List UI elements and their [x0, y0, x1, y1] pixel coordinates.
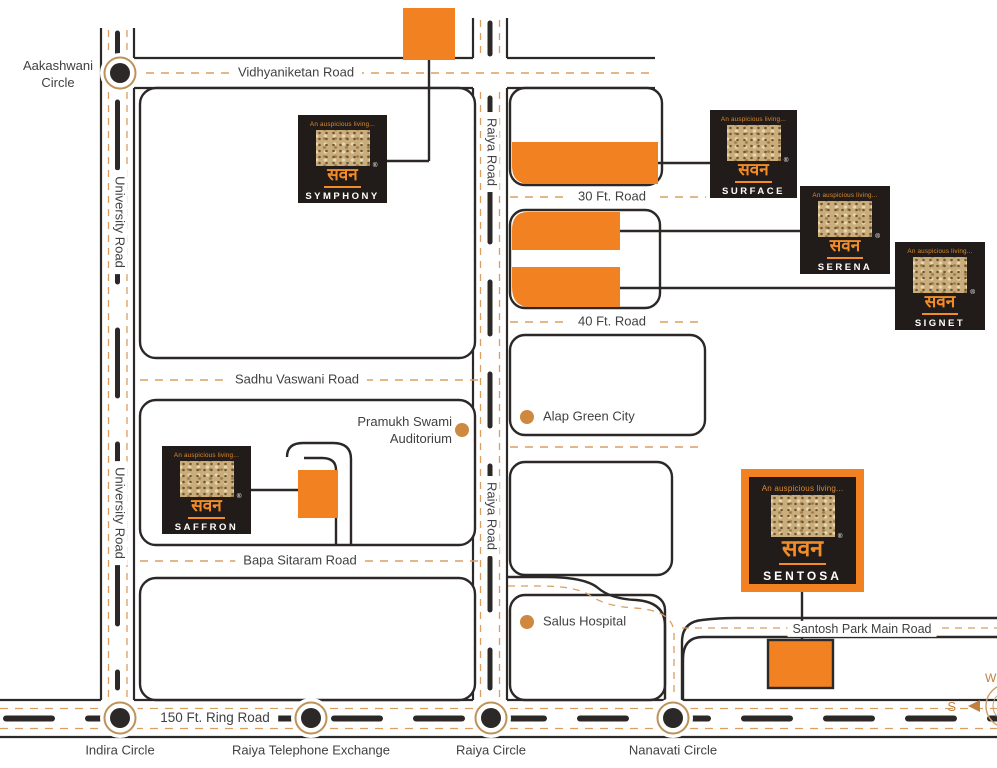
- signet-brand-devanagari: सवन: [921, 293, 959, 315]
- aakashwani-circle-label: Aakashwani Circle: [22, 58, 94, 90]
- signet-name: SIGNET: [914, 317, 966, 329]
- salus-dot: [520, 615, 534, 629]
- symphony-brand-devanagari: सवन: [324, 166, 361, 188]
- junction-circles: [100, 53, 693, 738]
- registered-mark: ®: [837, 533, 843, 540]
- nanavati-circle-label: Nanavati Circle: [628, 742, 718, 758]
- raiya-circle-label: Raiya Circle: [455, 742, 527, 758]
- symphony-tagline: An auspicious living...: [309, 121, 376, 128]
- registered-mark: ®: [875, 233, 880, 240]
- sadhu-vaswani-road-label: Sadhu Vaswani Road: [226, 371, 368, 389]
- sentosa-logo-inner: An auspicious living... ® सवन SENTOSA: [749, 477, 856, 584]
- saffron-name: SAFFRON: [174, 521, 239, 533]
- saffron-tagline: An auspicious living...: [173, 452, 240, 459]
- indira-circle-icon: [100, 698, 140, 738]
- registered-mark: ®: [236, 493, 242, 500]
- salus-hospital-label: Salus Hospital: [543, 613, 627, 629]
- serena-tagline: An auspicious living...: [812, 192, 878, 199]
- surface-logo: An auspicious living... ® सवन SURFACE: [710, 110, 797, 198]
- university-road: [99, 28, 136, 700]
- pramukh-dot: [455, 423, 469, 437]
- signet-tagline: An auspicious living...: [907, 248, 973, 255]
- raiya-road-label-upper: Raiya Road: [482, 112, 500, 192]
- road-30ft-label: 30 Ft. Road: [570, 188, 654, 206]
- santosh-park-road-label: Santosh Park Main Road: [787, 620, 937, 638]
- registered-mark: ®: [372, 162, 378, 169]
- alap-dot: [520, 410, 534, 424]
- raiya-telephone-label: Raiya Telephone Exchange: [231, 742, 391, 758]
- university-road-markings: [107, 30, 128, 698]
- pramukh-auditorium-label: Pramukh Swami Auditorium: [357, 414, 452, 446]
- project-plots: [298, 8, 835, 690]
- surface-plot: [512, 142, 658, 184]
- surface-brand-devanagari: सवन: [735, 161, 772, 183]
- ring-road-label: 150 Ft. Ring Road: [152, 709, 278, 727]
- bapa-sitaram-road-label: Bapa Sitaram Road: [235, 552, 365, 570]
- raiya-road-markings: [479, 20, 501, 698]
- serena-texture-image: ®: [818, 201, 880, 240]
- surface-texture-image: ®: [726, 125, 789, 164]
- vidhyaniketan-road-label: Vidhyaniketan Road: [229, 64, 363, 82]
- nanavati-circle-icon: [653, 698, 693, 738]
- raiya-road-label-lower: Raiya Road: [482, 476, 500, 556]
- sentosa-logo: An auspicious living... ® सवन SENTOSA: [741, 469, 864, 592]
- saffron-texture-image: ®: [179, 461, 242, 500]
- city-blocks: [138, 86, 997, 702]
- sentosa-name: SENTOSA: [763, 569, 842, 584]
- surface-tagline: An auspicious living...: [720, 116, 787, 123]
- symphony-plot: [403, 8, 455, 60]
- indira-circle-label: Indira Circle: [85, 742, 155, 758]
- compass-icon: S W: [947, 671, 997, 726]
- surface-name: SURFACE: [722, 185, 785, 197]
- serena-plot: [512, 212, 620, 250]
- signet-logo: An auspicious living... ® सवन SIGNET: [895, 242, 985, 330]
- raiya-telephone-circle-icon: [291, 698, 331, 738]
- saffron-brand-devanagari: सवन: [188, 497, 225, 519]
- saffron-logo: An auspicious living... ® सवन SAFFRON: [162, 446, 251, 534]
- sentosa-brand-devanagari: सवन: [778, 536, 827, 566]
- road-40ft-label: 40 Ft. Road: [570, 313, 654, 331]
- symphony-texture-image: ®: [315, 130, 378, 169]
- alap-green-city-label: Alap Green City: [543, 408, 635, 424]
- compass-south-label: S: [947, 699, 956, 714]
- serena-name: SERENA: [817, 261, 873, 273]
- university-road-label-upper: University Road: [110, 170, 128, 274]
- symphony-logo: An auspicious living... ® सवन SYMPHONY: [298, 115, 387, 203]
- registered-mark: ®: [783, 157, 789, 164]
- compass-west-label: W: [985, 671, 997, 685]
- serena-logo: An auspicious living... ® सवन SERENA: [800, 186, 890, 274]
- registered-mark: ®: [970, 289, 975, 296]
- symphony-name: SYMPHONY: [305, 190, 380, 202]
- saffron-plot: [298, 470, 338, 518]
- sentosa-texture-image: ®: [770, 495, 843, 540]
- sentosa-tagline: An auspicious living...: [761, 484, 844, 493]
- saffron-internal-road: [285, 441, 353, 545]
- plot-connectors: [251, 60, 895, 640]
- signet-texture-image: ®: [913, 257, 975, 296]
- serena-brand-devanagari: सवन: [826, 237, 864, 259]
- landmark-dots: [455, 410, 534, 629]
- signet-plot: [512, 267, 620, 307]
- raiya-circle-icon: [471, 698, 511, 738]
- aakashwani-circle-icon: [100, 53, 140, 93]
- sentosa-plot: [766, 638, 835, 690]
- university-road-label-lower: University Road: [110, 461, 128, 565]
- nanavati-santosh-roads: [508, 575, 997, 700]
